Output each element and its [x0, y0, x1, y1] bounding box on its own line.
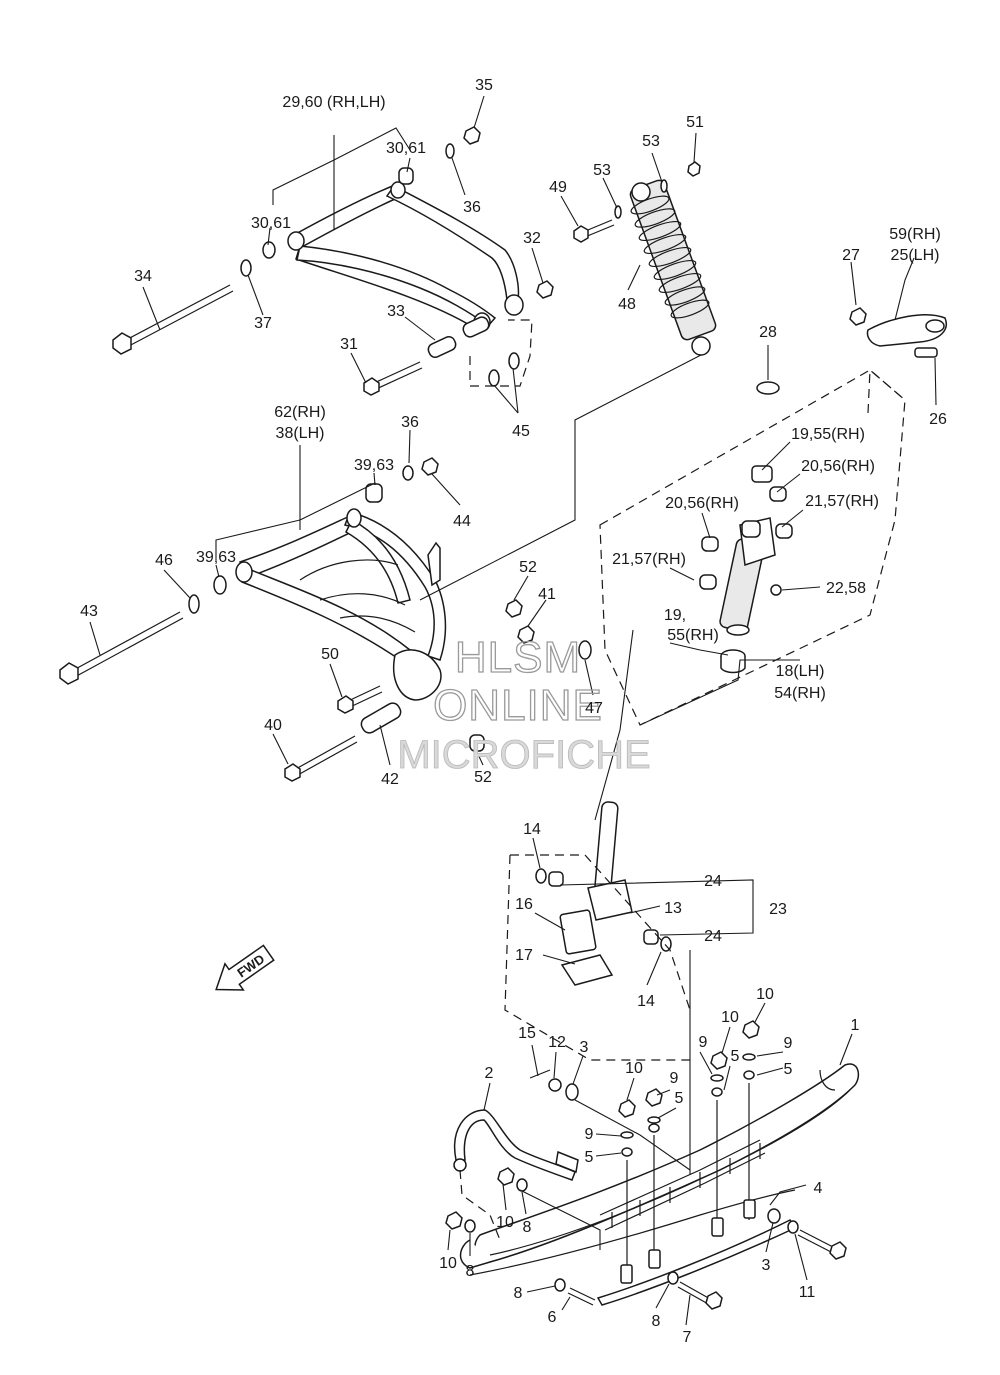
callout-label: 26: [929, 411, 947, 428]
callout-label: 21,57(RH): [805, 493, 879, 510]
callout-label: 9: [699, 1034, 708, 1051]
callout-label: 18(LH): [776, 663, 825, 680]
callout-label: 48: [618, 296, 636, 313]
callout-label: 5: [784, 1061, 793, 1078]
callout-label: 30,61: [386, 140, 426, 157]
callout-label: 24: [704, 928, 722, 945]
callout-label: 43: [80, 603, 98, 620]
callout-label: 10: [756, 986, 774, 1003]
callout-label: 1: [851, 1017, 860, 1034]
callout-label: 38(LH): [276, 425, 325, 442]
callout-label: 30,61: [251, 215, 291, 232]
callout-label: 20,56(RH): [801, 458, 875, 475]
callout-label: 17: [515, 947, 533, 964]
watermark-line-1: HLSM: [455, 633, 581, 682]
callout-label: 39,63: [354, 457, 394, 474]
callout-label: 24: [704, 873, 722, 890]
callout-label: 14: [637, 993, 655, 1010]
callout-label: 35: [475, 77, 493, 94]
callout-label: 54(RH): [774, 685, 826, 702]
callout-label: 36: [401, 414, 419, 431]
callout-label: 5: [585, 1149, 594, 1166]
callout-label: 41: [538, 586, 556, 603]
callout-label: 3: [762, 1257, 771, 1274]
watermark-line-3: MICROFICHE: [397, 733, 650, 777]
callout-label: 23: [769, 901, 787, 918]
callout-label: 3: [580, 1039, 589, 1056]
callout-label: 8: [466, 1263, 475, 1280]
callout-label: 62(RH): [274, 404, 326, 421]
callout-label: 4: [814, 1180, 823, 1197]
callout-label: 39,63: [196, 549, 236, 566]
callout-labels: 35 29,60 (RH,LH) 30,61 30,61 36 32 34 37…: [80, 77, 947, 1346]
callout-label: 2: [485, 1065, 494, 1082]
callout-label: 5: [675, 1090, 684, 1107]
callout-label: 19,55(RH): [791, 426, 865, 443]
callout-label: 22,58: [826, 580, 866, 597]
callout-label: 10: [625, 1060, 643, 1077]
callout-label: 12: [548, 1034, 566, 1051]
watermark: HLSM ONLINE MICROFICHE: [397, 632, 651, 777]
callout-label: 28: [759, 324, 777, 341]
watermark-line-2: ONLINE: [433, 681, 603, 730]
steering-pivot: [504, 801, 691, 1061]
lower-arm-group: [59, 457, 592, 782]
callout-label: 14: [523, 821, 541, 838]
callout-label: 6: [548, 1309, 557, 1326]
callout-label: 10: [721, 1009, 739, 1026]
callout-label: 29,60 (RH,LH): [282, 94, 385, 111]
callout-label: 9: [585, 1126, 594, 1143]
callout-label: 51: [686, 114, 704, 131]
callout-label: 33: [387, 303, 405, 320]
callout-label: 5: [731, 1048, 740, 1065]
callout-label: 40: [264, 717, 282, 734]
spindle-group: [599, 307, 947, 726]
callout-label: 46: [155, 552, 173, 569]
callout-label: 19,: [664, 607, 686, 624]
callout-label: 34: [134, 268, 152, 285]
callout-label: 10: [439, 1255, 457, 1272]
callout-label: 27: [842, 247, 860, 264]
callout-label: 37: [254, 315, 272, 332]
callout-label: 9: [670, 1070, 679, 1087]
callout-label: 8: [523, 1219, 532, 1236]
callout-label: 36: [463, 199, 481, 216]
callout-label: 20,56(RH): [665, 495, 739, 512]
callout-label: 8: [652, 1313, 661, 1330]
callout-label: 7: [683, 1329, 692, 1346]
forward-direction-badge: FWD: [215, 944, 275, 991]
callout-label: 44: [453, 513, 471, 530]
callout-label: 10: [496, 1214, 514, 1231]
leader-lines: [89, 95, 937, 1326]
callout-label: 59(RH): [889, 226, 941, 243]
callout-label: 55(RH): [667, 627, 719, 644]
callout-label: 11: [799, 1284, 816, 1301]
callout-label: 42: [381, 771, 399, 788]
callout-label: 25(LH): [891, 247, 940, 264]
shock-absorber: [573, 161, 717, 356]
callout-label: 47: [585, 700, 603, 717]
callout-label: 13: [664, 900, 682, 917]
callout-label: 15: [518, 1025, 536, 1042]
callout-label: 52: [474, 769, 492, 786]
callout-label: 32: [523, 230, 541, 247]
ski-assembly: [445, 950, 860, 1310]
callout-label: 52: [519, 559, 537, 576]
callout-label: 8: [514, 1285, 523, 1302]
upper-arm-group: [112, 126, 554, 396]
callout-label: 53: [593, 162, 611, 179]
callout-label: 9: [784, 1035, 793, 1052]
callout-label: 53: [642, 133, 660, 150]
callout-label: 16: [515, 896, 533, 913]
callout-label: 45: [512, 423, 530, 440]
callout-label: 31: [340, 336, 358, 353]
callout-label: 50: [321, 646, 339, 663]
callout-label: 49: [549, 179, 567, 196]
callout-label: 21,57(RH): [612, 551, 686, 568]
